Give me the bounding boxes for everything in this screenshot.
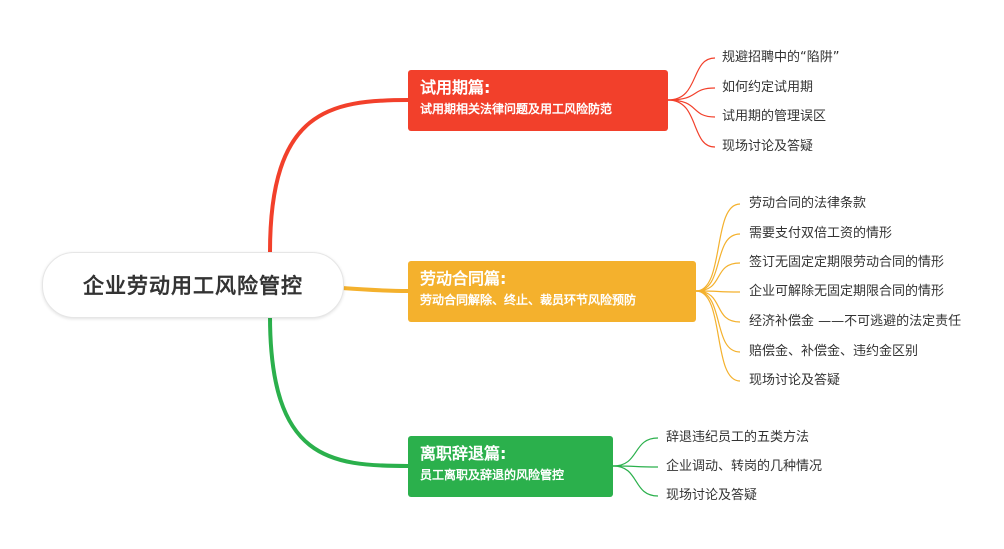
leaf-topic[interactable]: 劳动合同的法律条款 [749,196,867,211]
leaf-topic[interactable]: 现场讨论及答疑 [749,373,841,388]
connector-root-branch-1 [268,98,409,253]
leaf-topic[interactable]: 企业调动、转岗的几种情况 [666,459,823,474]
leaf-topic[interactable]: 经济补偿金 ——不可逃避的法定责任 [749,314,962,329]
leaf-topic[interactable]: 现场讨论及答疑 [666,488,758,503]
leaf-topic[interactable]: 赔偿金、补偿金、违约金区别 [749,344,919,359]
branch-labor-contract[interactable]: 劳动合同篇: 劳动合同解除、终止、裁员环节风险预防 [408,261,696,322]
branch-resignation-dismissal[interactable]: 离职辞退篇: 员工离职及辞退的风险管控 [408,436,613,497]
leaf-topic[interactable]: 如何约定试用期 [722,80,814,95]
branch-probation[interactable]: 试用期篇: 试用期相关法律问题及用工风险防范 [408,70,668,131]
branch-subtitle: 试用期相关法律问题及用工风险防范 [420,102,613,116]
leaf-topic[interactable]: 签订无固定定期限劳动合同的情形 [749,255,945,270]
leaf-topic[interactable]: 辞退违纪员工的五类方法 [666,430,810,445]
connector-root-branch-3 [268,315,409,468]
branch-subtitle: 劳动合同解除、终止、裁员环节风险预防 [420,293,637,307]
branch-subtitle: 员工离职及辞退的风险管控 [420,468,565,482]
branch-title: 劳动合同篇: [420,269,507,288]
branch-title: 试用期篇: [420,78,491,97]
branch-3-leaf-connectors [612,437,659,497]
connector-root-branch-2 [341,286,409,293]
branch-title: 离职辞退篇: [420,444,507,463]
branch-2-leaf-connectors [695,203,741,382]
leaf-topic[interactable]: 需要支付双倍工资的情形 [749,226,893,241]
branch-1-leaf-connectors [667,57,716,148]
root-topic-label: 企业劳动用工风险管控 [83,274,303,298]
leaf-topic[interactable]: 现场讨论及答疑 [722,139,814,154]
root-topic[interactable]: 企业劳动用工风险管控 [42,252,344,318]
leaf-topic[interactable]: 企业可解除无固定期限合同的情形 [749,284,945,299]
leaf-topic[interactable]: 规避招聘中的“陷阱” [722,50,840,65]
leaf-topic[interactable]: 试用期的管理误区 [722,109,827,124]
